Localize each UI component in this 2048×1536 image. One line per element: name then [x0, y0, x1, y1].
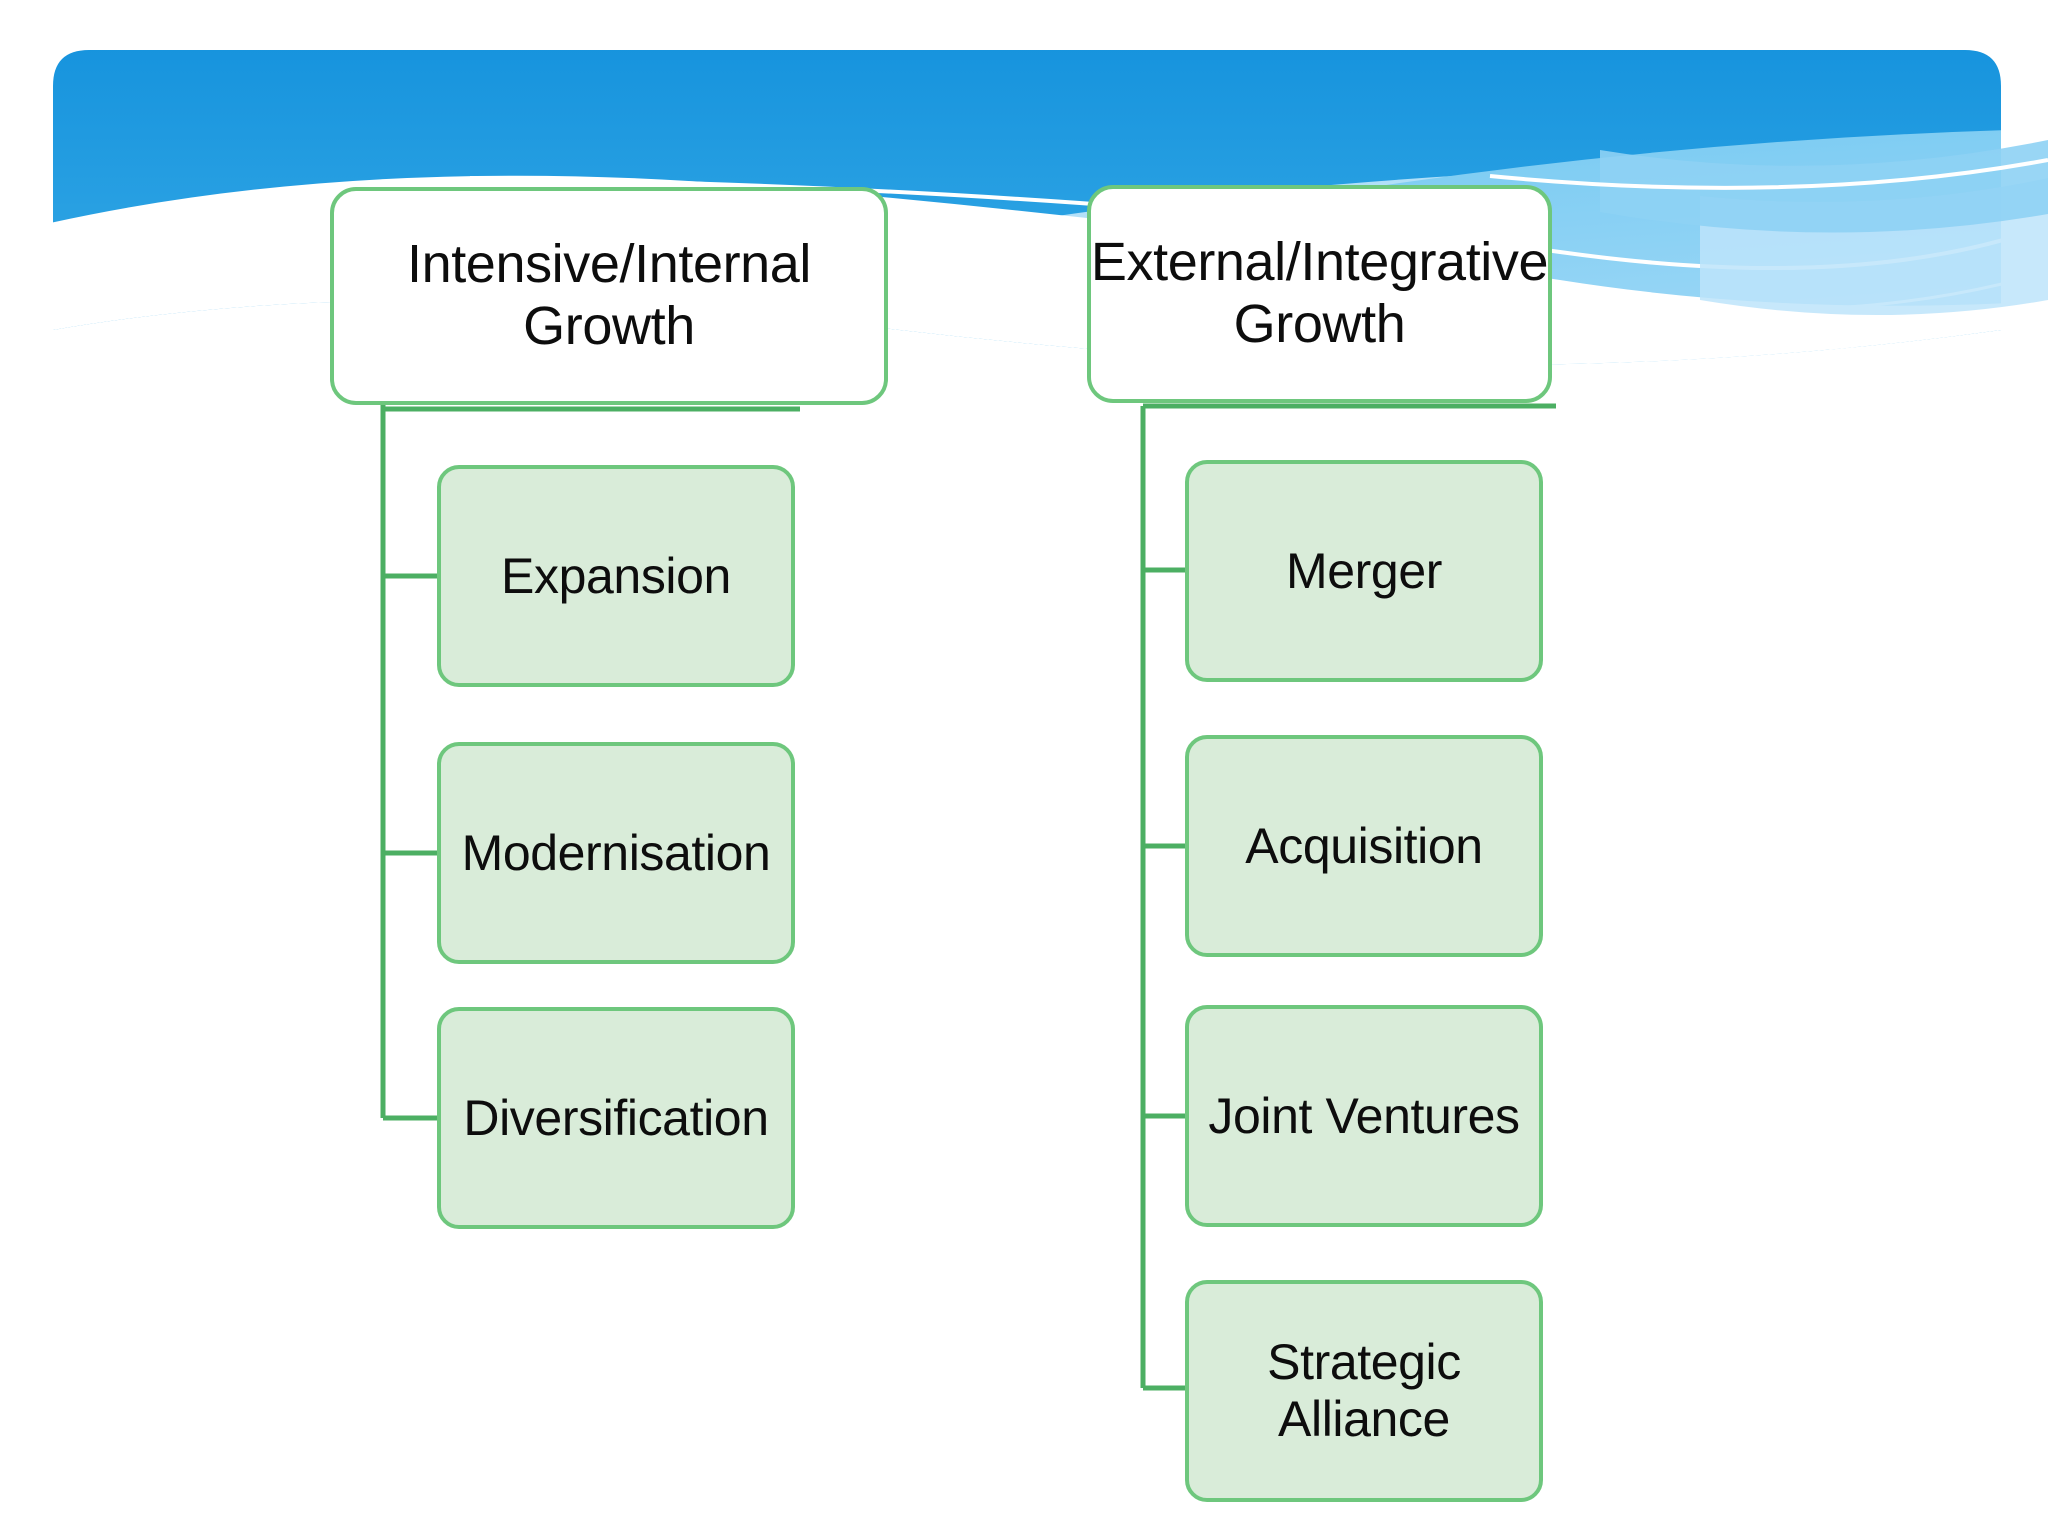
node-intensive-internal-growth[interactable]: Intensive/Internal Growth [330, 187, 888, 405]
node-diversification[interactable]: Diversification [437, 1007, 795, 1229]
node-external-integrative-growth[interactable]: External/Integrative Growth [1087, 185, 1552, 403]
node-expansion[interactable]: Expansion [437, 465, 795, 687]
node-joint-ventures[interactable]: Joint Ventures [1185, 1005, 1543, 1227]
node-modernisation[interactable]: Modernisation [437, 742, 795, 964]
node-merger[interactable]: Merger [1185, 460, 1543, 682]
node-strategic-alliance[interactable]: Strategic Alliance [1185, 1280, 1543, 1502]
node-acquisition[interactable]: Acquisition [1185, 735, 1543, 957]
